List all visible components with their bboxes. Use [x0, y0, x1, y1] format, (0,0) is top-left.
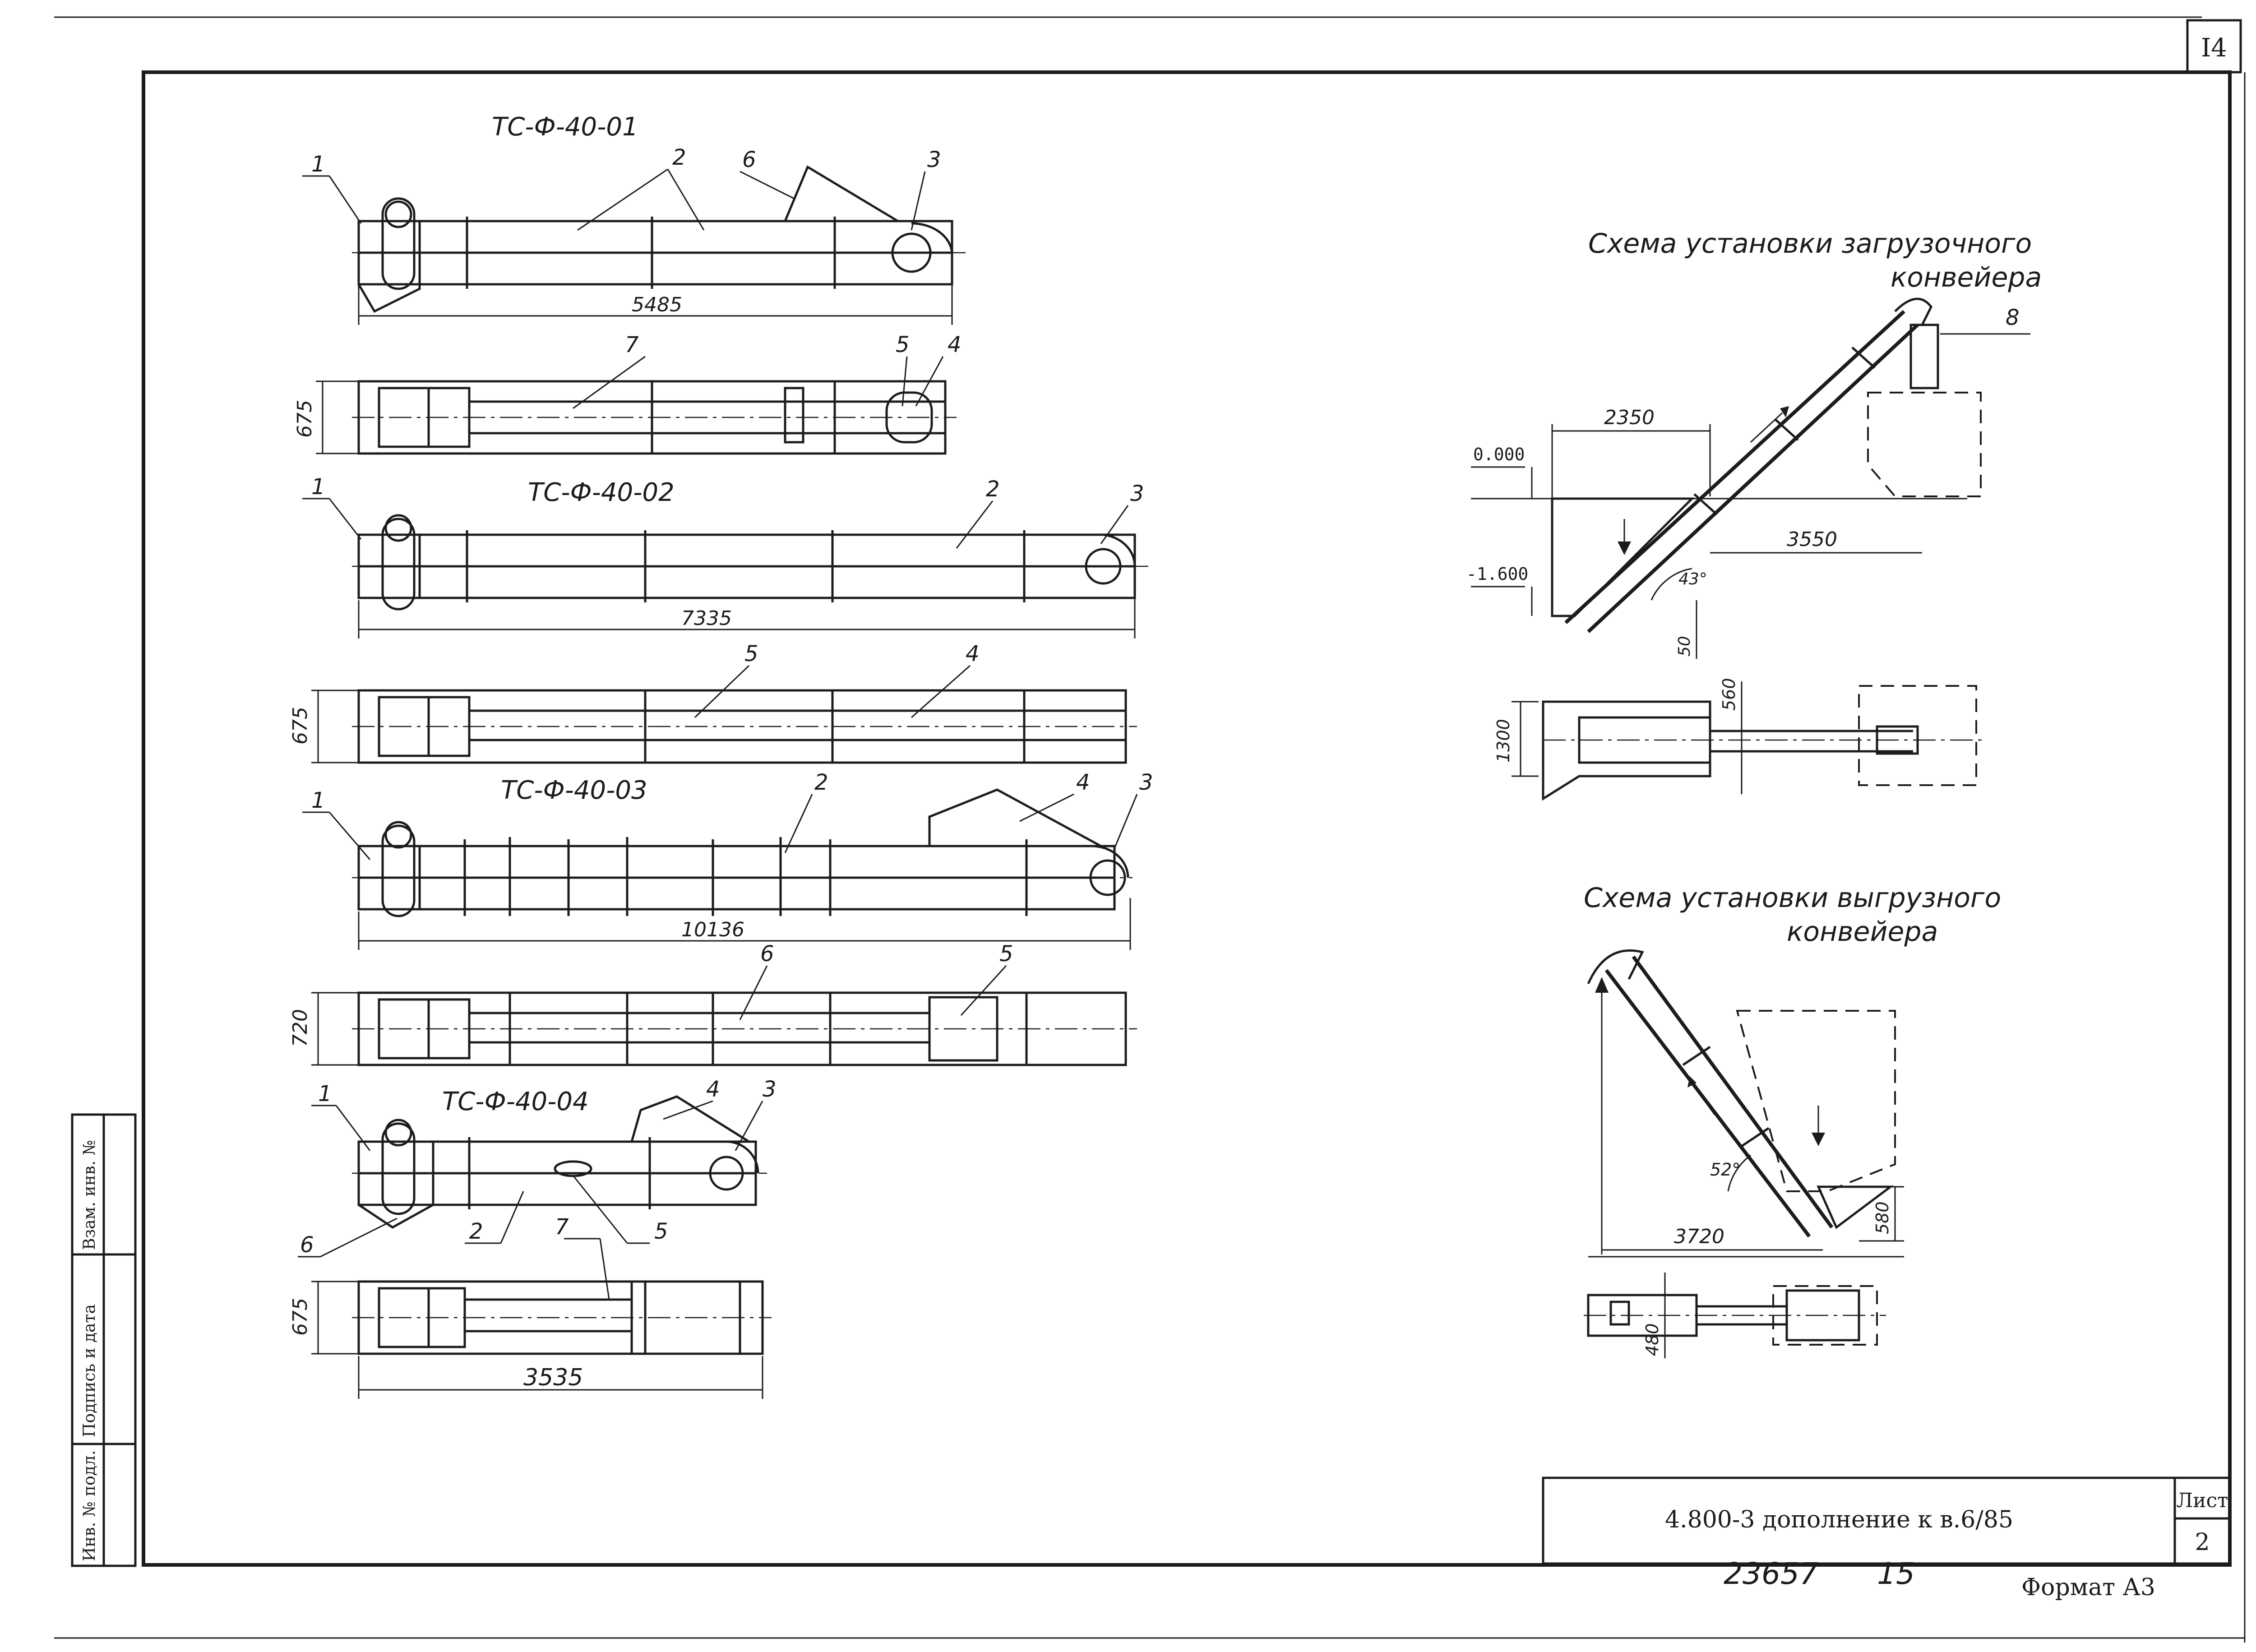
length-dimension: 3535 [523, 1364, 583, 1391]
side-callouts: 1 2 4 3 [302, 770, 1153, 860]
length-dimension: 5485 [632, 293, 682, 316]
plan-dim: 480 [1642, 1323, 1662, 1356]
title-block: 4.800-3 дополнение к в.6/85 Лист 2 23657… [1542, 1476, 2231, 1601]
width-dimension: 675 [293, 400, 316, 438]
format-label: Формат А3 [2021, 1574, 2155, 1601]
side-callouts: 1 2 3 [302, 474, 1144, 549]
level-top: 0.000 [1473, 444, 1525, 464]
unloading-scheme-title-1: Схема установки выгрузного [1584, 882, 2001, 914]
loading-scheme: Схема установки загрузочного конвейера 0… [1466, 228, 2042, 801]
conveyor-name: ТС-Ф-40-04 [442, 1087, 589, 1116]
conveyor-name: ТС-Ф-40-01 [492, 112, 638, 142]
callout: 8 [2006, 305, 2020, 330]
callout: 1 [318, 1081, 332, 1106]
side-view: 10136 [352, 788, 1133, 950]
callout: 6 [760, 941, 774, 967]
title-designation: 4.800-3 дополнение к в.6/85 [1665, 1506, 2013, 1533]
plan-view: 675 5 4 [289, 641, 1137, 764]
side-callouts: 1 2 6 3 [302, 145, 941, 231]
copy-number: 15 [1877, 1556, 1915, 1591]
conveyor-tc-f-40-04: ТС-Ф-40-04 1 4 3 6 2 5 [289, 1077, 777, 1399]
callout: 5 [999, 941, 1013, 967]
loading-scheme-title-2: конвейера [1891, 262, 2042, 293]
side-view [352, 1095, 767, 1229]
callout: 4 [1076, 770, 1090, 795]
page-number-box [2186, 19, 2242, 74]
conveyor-name: ТС-Ф-40-02 [528, 478, 675, 507]
conveyor-tc-f-40-03: ТС-Ф-40-03 10136 1 [289, 770, 1153, 1066]
length-dimension: 7335 [681, 607, 732, 630]
side-stamp: Инв. № подл. Подпись и дата Взам. инв. № [71, 1113, 137, 1567]
callout: 2 [814, 770, 828, 795]
conveyor-name: ТС-Ф-40-03 [501, 776, 647, 805]
level-bottom: -1.600 [1466, 564, 1528, 584]
dim-distance: 3550 [1787, 528, 1837, 551]
width-dimension: 675 [289, 707, 312, 745]
plan-view: 720 6 5 [289, 941, 1137, 1066]
angle: 52° [1710, 1160, 1740, 1180]
callout: 3 [1139, 770, 1153, 795]
width-dimension: 720 [289, 1009, 312, 1047]
callout: 7 [625, 332, 639, 357]
side-callouts: 1 4 3 6 2 5 [298, 1077, 777, 1258]
callout: 2 [672, 145, 686, 170]
callout: 4 [948, 332, 962, 357]
callout: 5 [896, 332, 910, 357]
side-view: 7335 [352, 514, 1148, 639]
unloading-scheme-title-2: конвейера [1787, 916, 1938, 948]
unloading-scheme: Схема установки выгрузного конвейера 52°… [1584, 882, 2001, 1358]
inventory-number: 23657 [1724, 1556, 1818, 1591]
dim-height: 580 [1872, 1201, 1892, 1234]
callout: 4 [706, 1077, 720, 1102]
callout: 3 [927, 147, 941, 172]
callout: 6 [300, 1232, 314, 1258]
loading-scheme-title-1: Схема установки загрузочного [1588, 228, 2032, 259]
callout: 2 [469, 1219, 483, 1244]
stamp-signature-label: Подпись и дата [80, 1304, 99, 1437]
plan-dim-b: 1300 [1493, 719, 1513, 763]
plan-view: 675 7 3535 [289, 1214, 772, 1399]
width-dimension: 675 [289, 1298, 312, 1336]
sheet-frame: I4 [54, 16, 2246, 1643]
dim-small: 50 [1675, 636, 1694, 657]
callout: 1 [311, 152, 325, 177]
dim-horizontal: 3720 [1674, 1225, 1724, 1248]
plan-dim-a: 560 [1719, 678, 1739, 711]
callout: 1 [311, 474, 325, 500]
stamp-inventory-label: Инв. № подл. [80, 1450, 99, 1561]
angle: 43° [1678, 570, 1707, 588]
callout: 4 [966, 641, 980, 666]
plan-view: 675 7 5 4 [293, 332, 962, 455]
callout: 3 [763, 1077, 777, 1102]
callout: 5 [744, 641, 758, 666]
dim-horizontal: 2350 [1604, 406, 1655, 429]
callout: 5 [654, 1219, 668, 1244]
length-dimension: 10136 [681, 918, 744, 941]
callout: 3 [1130, 481, 1144, 506]
callout: 2 [986, 477, 1000, 502]
conveyor-tc-f-40-01: ТС-Ф-40-01 5485 1 2 [293, 112, 966, 455]
page-number: I4 [2201, 33, 2227, 63]
sheet-label: Лист [2176, 1489, 2228, 1512]
sheet-number: 2 [2195, 1529, 2210, 1556]
stamp-replacement-label: Взам. инв. № [80, 1140, 99, 1250]
callout: 1 [311, 788, 325, 813]
callout: 7 [555, 1214, 569, 1240]
conveyor-tc-f-40-02: ТС-Ф-40-02 7335 1 2 3 [289, 474, 1148, 764]
callout: 6 [742, 147, 756, 172]
side-view: 5485 [352, 165, 966, 325]
